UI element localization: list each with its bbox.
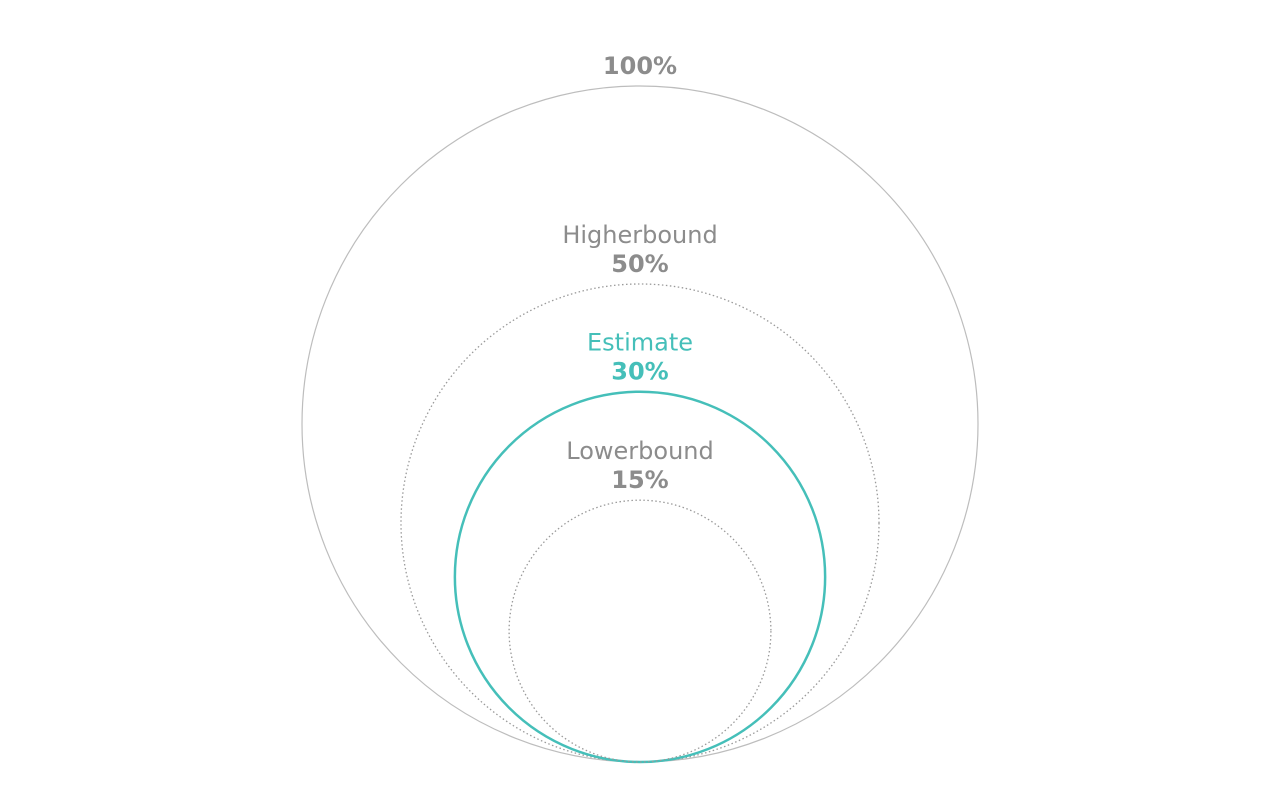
value-label-higherbound: 50% xyxy=(611,250,668,278)
circle-higherbound xyxy=(400,283,880,763)
circle-lowerbound xyxy=(508,499,772,763)
labels-layer: 100% 50%Higherbound 30%Estimate 15%Lowerbou… xyxy=(562,52,717,494)
circles-layer xyxy=(301,85,979,764)
value-label-estimate: 30% xyxy=(611,358,668,386)
circle-total xyxy=(301,85,979,763)
circle-estimate xyxy=(453,390,827,764)
name-label-estimate: Estimate xyxy=(587,329,693,357)
name-label-higherbound: Higherbound xyxy=(562,221,717,249)
name-label-lowerbound: Lowerbound xyxy=(566,437,713,465)
value-label-lowerbound: 15% xyxy=(611,466,668,494)
value-label-total: 100% xyxy=(603,52,677,80)
